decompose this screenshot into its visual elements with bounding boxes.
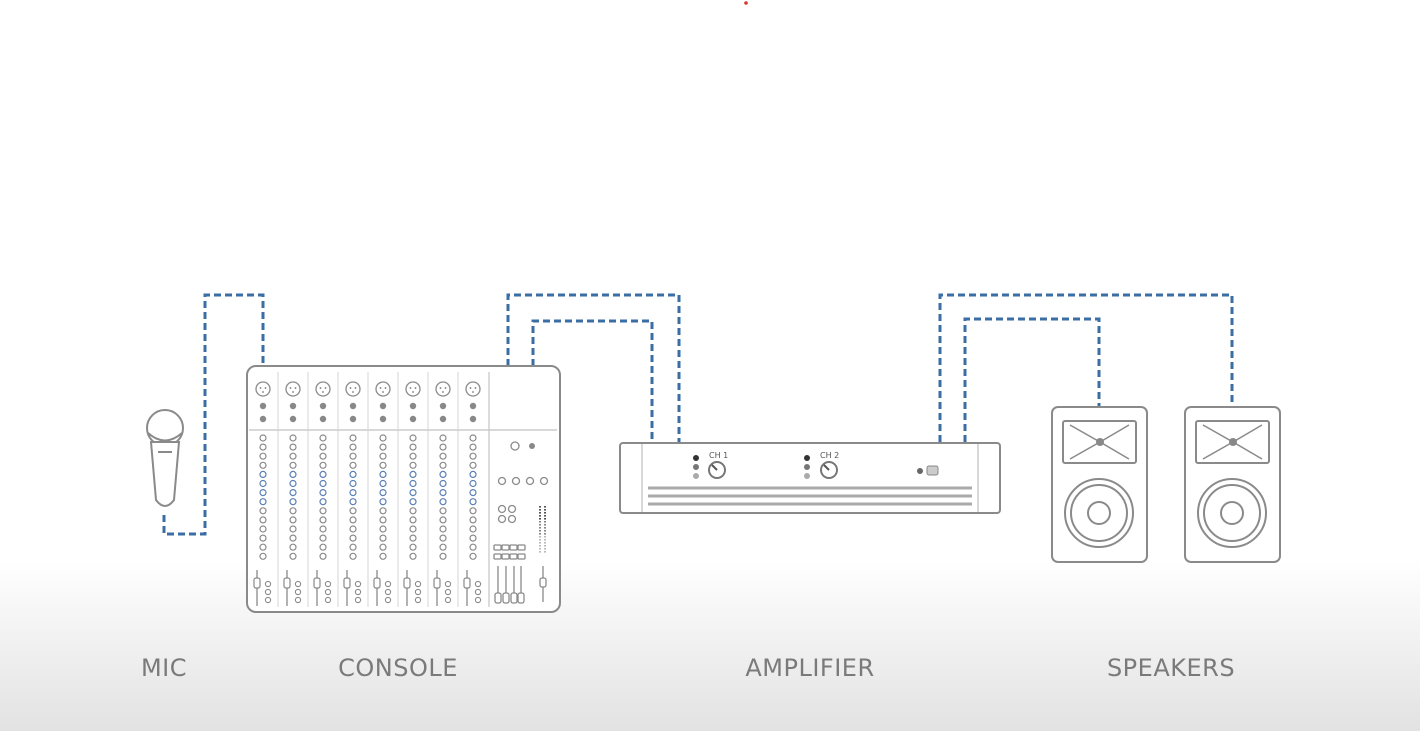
- meter-segment: [544, 515, 546, 517]
- meter-segment: [544, 512, 546, 514]
- meter-segment: [539, 551, 541, 553]
- console-channel-strip: [427, 372, 452, 607]
- meter-segment: [544, 518, 546, 520]
- meter-segment: [539, 548, 541, 550]
- meter-segment: [539, 527, 541, 529]
- label-console: CONSOLE: [338, 654, 458, 682]
- meter-segment: [544, 542, 546, 544]
- console-channel-strip: [307, 372, 332, 607]
- cable-mic-to-console: [162, 293, 265, 536]
- meter-segment: [539, 545, 541, 547]
- meter-segment: [544, 545, 546, 547]
- amp-power-switch: [926, 465, 939, 476]
- cable-amp-to-speaker-left: [963, 317, 1101, 442]
- meter-segment: [544, 509, 546, 511]
- meter-segment: [539, 521, 541, 523]
- cable-console-to-amp-inner: [531, 319, 654, 442]
- meter-segment: [544, 521, 546, 523]
- meter-segment: [544, 533, 546, 535]
- meter-segment: [539, 515, 541, 517]
- meter-segment: [544, 530, 546, 532]
- meter-segment: [544, 506, 546, 508]
- meter-segment: [539, 524, 541, 526]
- meter-segment: [539, 536, 541, 538]
- meter-segment: [539, 518, 541, 520]
- amp-channel-1-label: CH 1: [709, 451, 728, 460]
- console-channel-strip: [457, 372, 482, 607]
- cursor-dot: [744, 1, 748, 5]
- amp-power-led: [917, 468, 923, 474]
- amplifier-icon: CH 1 CH 2: [619, 442, 1001, 514]
- console-channel-strip: [337, 372, 362, 607]
- meter-segment: [539, 530, 541, 532]
- amp-channel-2-knob: [820, 461, 838, 479]
- label-mic: MIC: [140, 654, 188, 682]
- console-level-meter: [539, 506, 546, 553]
- meter-segment: [544, 536, 546, 538]
- console-channel-strip: [397, 372, 422, 607]
- meter-segment: [544, 548, 546, 550]
- cables: [162, 293, 1234, 536]
- speaker-icon: [1184, 406, 1281, 563]
- amp-channel-2-label: CH 2: [820, 451, 839, 460]
- console-master-section: [488, 372, 549, 607]
- cable-amp-to-speaker-right: [938, 293, 1234, 442]
- meter-segment: [539, 506, 541, 508]
- meter-segment: [544, 551, 546, 553]
- label-speakers: SPEAKERS: [1106, 654, 1236, 682]
- meter-segment: [544, 527, 546, 529]
- cable-console-to-amp-outer: [506, 293, 681, 442]
- amp-channel-1-knob: [708, 461, 726, 479]
- console-channel-strip: [367, 372, 392, 607]
- console-channel-strip: [277, 372, 302, 607]
- meter-segment: [539, 512, 541, 514]
- meter-segment: [544, 539, 546, 541]
- meter-segment: [539, 542, 541, 544]
- meter-segment: [544, 524, 546, 526]
- amp-vent-grille: [648, 486, 972, 506]
- meter-segment: [539, 509, 541, 511]
- console-channel-strip: [253, 381, 272, 606]
- meter-segment: [539, 533, 541, 535]
- microphone-icon: [146, 409, 184, 507]
- mixing-console-icon: [246, 365, 561, 613]
- speaker-icon: [1051, 406, 1148, 563]
- label-amplifier: AMPLIFIER: [745, 654, 875, 682]
- meter-segment: [539, 539, 541, 541]
